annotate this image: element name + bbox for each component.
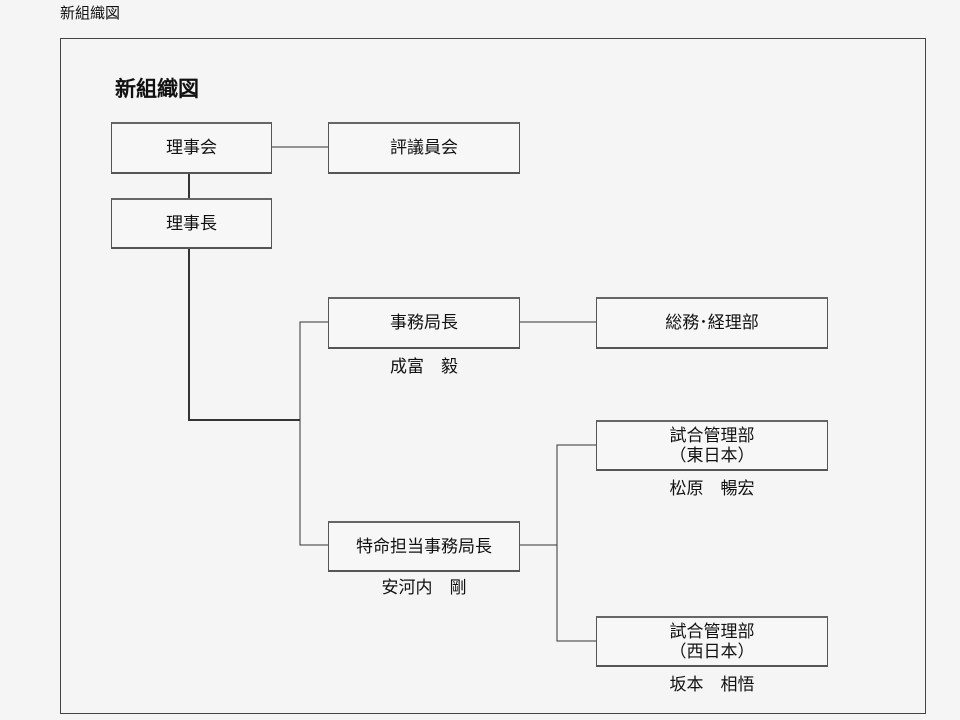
line-secretaries-branch bbox=[299, 321, 328, 546]
node-label: 理事長 bbox=[166, 213, 217, 234]
node-label: 総務･経理部 bbox=[665, 313, 759, 333]
node-chairman: 理事長 bbox=[111, 198, 272, 249]
person-match-east: 松原 暢宏 bbox=[669, 479, 755, 499]
node-label: 評議員会 bbox=[390, 138, 458, 158]
node-label: 試合管理部 bbox=[669, 621, 755, 642]
node-label: 特命担当事務局長 bbox=[356, 536, 492, 557]
node-label: 事務局長 bbox=[390, 313, 458, 333]
node-council: 評議員会 bbox=[328, 122, 520, 174]
chart-frame bbox=[60, 38, 926, 714]
node-secretary-general: 事務局長 bbox=[328, 297, 520, 349]
node-region: （東日本） bbox=[669, 445, 755, 466]
line-match-branch bbox=[556, 444, 596, 642]
node-board: 理事会 bbox=[111, 122, 272, 174]
chart-heading: 新組織図 bbox=[115, 77, 199, 101]
line-chairman-trunk bbox=[188, 248, 300, 421]
node-label: 理事会 bbox=[166, 138, 217, 158]
node-region: （西日本） bbox=[669, 641, 755, 662]
node-general-affairs: 総務･経理部 bbox=[596, 297, 828, 349]
person-special-secretary: 安河内 剛 bbox=[381, 578, 467, 598]
person-secretary-general: 成富 毅 bbox=[390, 357, 458, 377]
node-match-west: 試合管理部 （西日本） bbox=[596, 616, 828, 667]
node-special-secretary: 特命担当事務局長 bbox=[328, 521, 520, 572]
node-label: 試合管理部 bbox=[669, 425, 755, 446]
page-title: 新組織図 bbox=[60, 4, 121, 22]
person-match-west: 坂本 相悟 bbox=[669, 675, 755, 695]
node-match-east: 試合管理部 （東日本） bbox=[596, 420, 828, 471]
